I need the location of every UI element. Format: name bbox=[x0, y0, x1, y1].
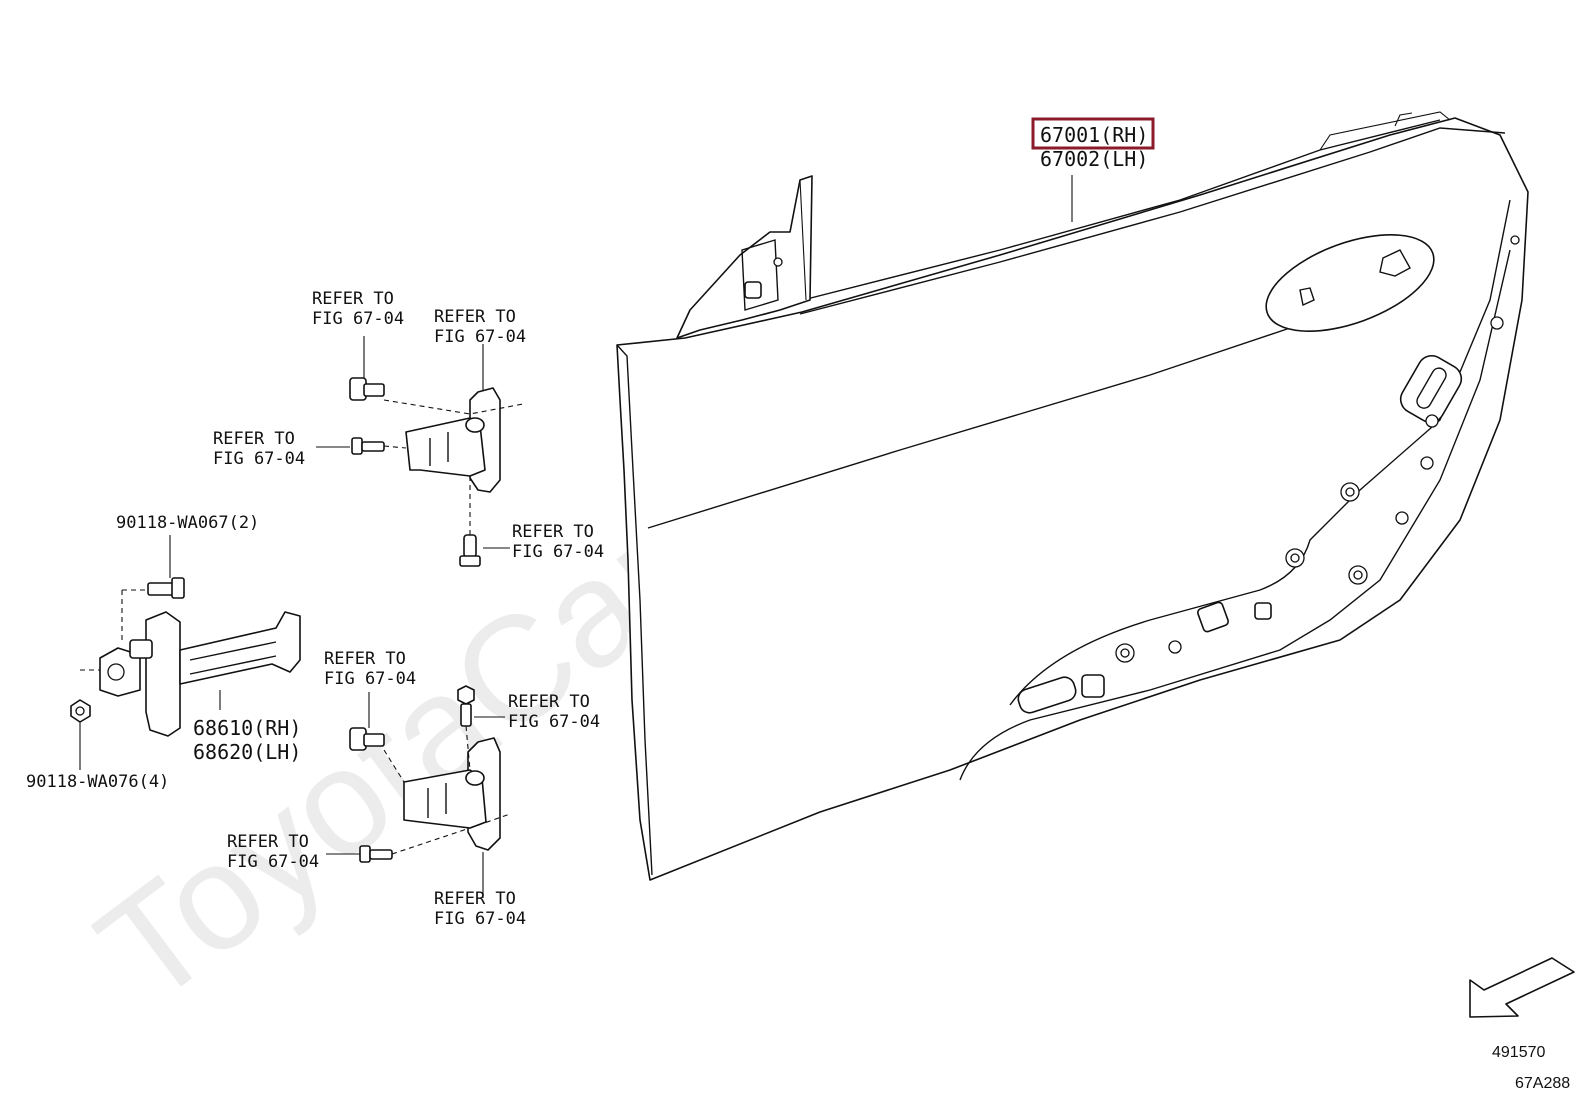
ref-label-2-line1[interactable]: REFER TO bbox=[434, 307, 516, 327]
illustration-number: 491570 bbox=[1492, 1044, 1545, 1061]
check-arm-bolt bbox=[147, 577, 185, 599]
check-arm-part-number-rh[interactable]: 68610(RH) bbox=[193, 716, 301, 740]
ref-label-3-line1[interactable]: REFER TO bbox=[213, 429, 295, 449]
ref-label-8-line2[interactable]: FIG 67-04 bbox=[434, 909, 526, 929]
ref-label-6-line1[interactable]: REFER TO bbox=[508, 692, 590, 712]
upper-hinge bbox=[405, 387, 501, 493]
door-part-number-lh[interactable]: 67002(LH) bbox=[1040, 147, 1148, 171]
ref-label-4-line1[interactable]: REFER TO bbox=[512, 522, 594, 542]
door-check-arm bbox=[99, 611, 301, 737]
upper-hinge-screw-left bbox=[351, 437, 385, 455]
lower-hinge-bolt-top bbox=[457, 685, 475, 727]
check-arm-nut-part-number[interactable]: 90118-WA076(4) bbox=[26, 772, 169, 792]
lower-hinge-bolt-left bbox=[349, 727, 385, 751]
upper-hinge-bolt-top bbox=[349, 377, 385, 401]
check-arm-nut bbox=[70, 699, 91, 723]
window-frame-bracket bbox=[676, 175, 813, 339]
ref-label-4-line2[interactable]: FIG 67-04 bbox=[512, 542, 604, 562]
ref-label-7-line1[interactable]: REFER TO bbox=[227, 832, 309, 852]
door-panel[interactable] bbox=[616, 111, 1529, 881]
ref-label-7-line2[interactable]: FIG 67-04 bbox=[227, 852, 319, 872]
upper-hinge-bolt-bottom bbox=[459, 534, 481, 567]
check-arm-bolt-part-number[interactable]: 90118-WA067(2) bbox=[116, 513, 259, 533]
ref-label-2-line2[interactable]: FIG 67-04 bbox=[434, 327, 526, 347]
ref-label-1-line2[interactable]: FIG 67-04 bbox=[312, 309, 404, 329]
ref-label-8-line1[interactable]: REFER TO bbox=[434, 889, 516, 909]
ref-label-1-line1[interactable]: REFER TO bbox=[312, 289, 394, 309]
lower-hinge bbox=[403, 737, 501, 851]
ref-label-3-line2[interactable]: FIG 67-04 bbox=[213, 449, 305, 469]
selected-part-highlight bbox=[1031, 117, 1155, 150]
figure-code: 67A288 bbox=[1515, 1075, 1570, 1092]
ref-label-6-line2[interactable]: FIG 67-04 bbox=[508, 712, 600, 732]
lower-hinge-screw-bottom bbox=[359, 845, 393, 863]
mounting-holes bbox=[1115, 235, 1520, 663]
ref-label-5-line2[interactable]: FIG 67-04 bbox=[324, 669, 416, 689]
door-part-number-rh[interactable]: 67001(RH) bbox=[1040, 123, 1148, 147]
front-direction-arrow-icon bbox=[1469, 957, 1575, 1018]
check-arm-part-number-lh[interactable]: 68620(LH) bbox=[193, 740, 301, 764]
ref-label-5-line1[interactable]: REFER TO bbox=[324, 649, 406, 669]
